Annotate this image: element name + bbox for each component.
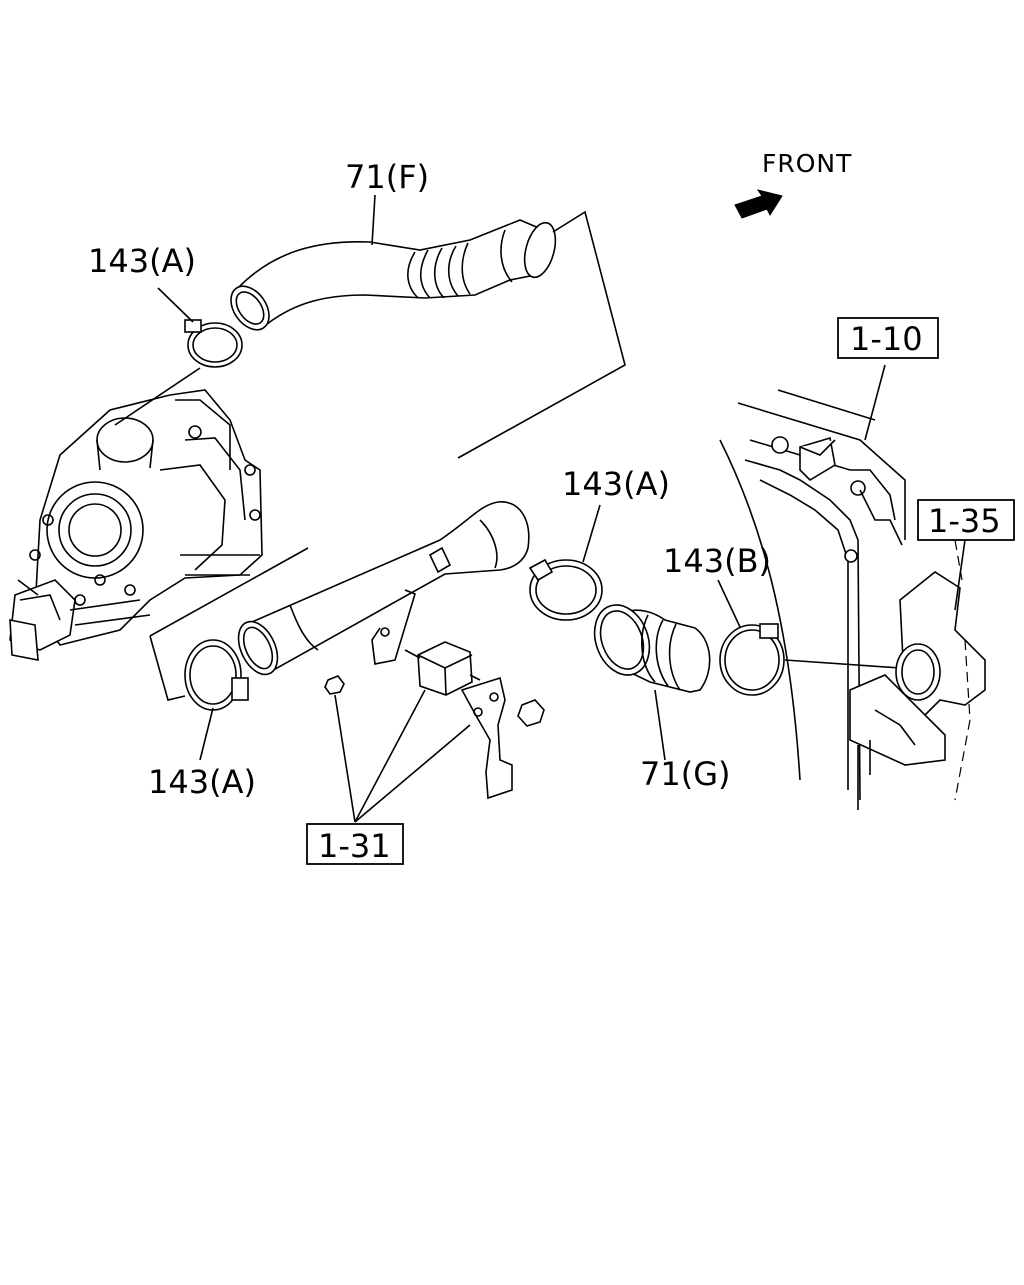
clamp-right: [719, 623, 785, 696]
leader-hose-lower: [654, 689, 666, 761]
hose-upper: [230, 219, 557, 331]
leader-radiator: [864, 364, 886, 441]
ref-radiator: 1-10: [850, 320, 923, 358]
ref-box-radiator: [837, 317, 939, 359]
assembly-line-right: [784, 659, 901, 669]
turbocharger: [9, 389, 263, 661]
leader-clamp-right: [717, 579, 741, 628]
callout-clamp-lower-left: 143(A): [148, 763, 256, 801]
leader-clamp-lower-left: [199, 707, 214, 761]
leader-intercooler: [954, 539, 966, 611]
leader-clamp-middle: [582, 504, 601, 563]
ref-intercooler: 1-35: [928, 502, 1001, 540]
leader-hose-upper: [371, 194, 376, 246]
ref-box-intercooler: [917, 499, 1015, 541]
assembly-line-left: [149, 547, 309, 637]
callout-clamp-right: 143(B): [663, 542, 771, 580]
ref-bracket: 1-31: [318, 827, 391, 865]
leader-bracket: [334, 689, 471, 823]
front-label: FRONT: [762, 149, 852, 178]
leader-clamp-upper-left: [157, 287, 194, 323]
assembly-line-upper: [457, 210, 626, 459]
front-indicator: FRONT: [734, 149, 852, 219]
assembly-line-left-lower: [149, 635, 186, 701]
front-arrow-icon: [734, 189, 783, 219]
clamp-upper-left: [184, 319, 243, 368]
callout-clamp-middle: 143(A): [562, 465, 670, 503]
bracket-assembly: [324, 627, 545, 800]
intercooler-pipe: [237, 501, 530, 676]
ref-box-bracket: [306, 823, 404, 865]
clamp-middle: [528, 558, 603, 621]
hose-lower: [593, 604, 711, 693]
leader-turbo-clamp: [114, 367, 201, 426]
clamp-lower-left: [184, 639, 249, 711]
callout-hose-lower: 71(G): [640, 755, 730, 793]
callout-hose-upper: 71(F): [345, 158, 429, 196]
callout-clamp-upper-left: 143(A): [88, 242, 196, 280]
radiator-intercooler: [719, 389, 986, 810]
leader-actuator: [17, 579, 39, 596]
